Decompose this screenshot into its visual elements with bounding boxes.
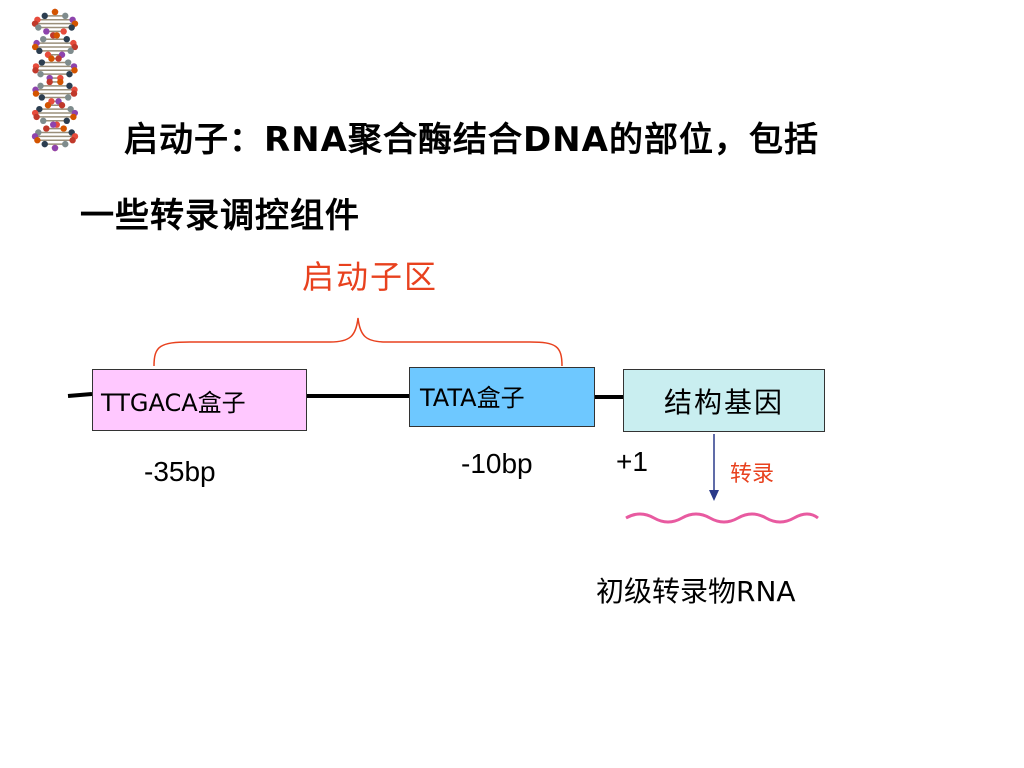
- helix-atom: [63, 36, 70, 43]
- helix-atom: [71, 43, 79, 51]
- helix-atom: [66, 82, 73, 90]
- helix-atom: [41, 140, 48, 148]
- helix-atom: [62, 140, 69, 148]
- helix-atom: [70, 90, 78, 97]
- helix-atom: [55, 55, 62, 62]
- helix-atom: [50, 121, 57, 128]
- helix-atom: [64, 59, 72, 66]
- tata-box: TATA盒子: [409, 367, 595, 427]
- position-minus-35: -35bp: [144, 456, 216, 487]
- helix-atom: [40, 117, 47, 125]
- structural-gene-box: 结构基因: [623, 369, 825, 432]
- helix-atom: [67, 105, 74, 113]
- helix-atom: [31, 43, 39, 51]
- helix-atom: [70, 113, 77, 121]
- helix-atom: [60, 28, 67, 35]
- helix-atom: [69, 137, 76, 144]
- rna-transcript-wave: [625, 512, 819, 524]
- helix-atom: [44, 102, 52, 109]
- helix-atom: [62, 12, 69, 20]
- helix-atom: [41, 12, 48, 20]
- helix-atom: [36, 105, 43, 113]
- helix-atom: [71, 67, 78, 74]
- helix-atom: [51, 144, 59, 152]
- helix-atom: [43, 125, 50, 132]
- helix-atom: [58, 102, 66, 109]
- helix-atom: [34, 137, 41, 144]
- helix-atom: [67, 47, 74, 55]
- helix-atom: [48, 55, 55, 62]
- structural-gene-label: 结构基因: [663, 385, 784, 419]
- dna-helix-icon: [31, 8, 79, 152]
- dna-line-left: [67, 392, 93, 398]
- transcription-arrow-head: [709, 490, 719, 501]
- slide-title-line-1: 启动子：RNA聚合酶结合DNA的部位，包括: [124, 120, 819, 160]
- helix-atom: [37, 82, 44, 90]
- primary-transcript-label: 初级转录物RNA: [596, 575, 796, 608]
- position-minus-10: -10bp: [461, 448, 533, 479]
- ttgaca-box-label: TTGACA盒子: [101, 388, 246, 417]
- helix-atom: [66, 70, 73, 78]
- tata-box-label: TATA盒子: [420, 384, 525, 412]
- helix-atom: [40, 36, 47, 43]
- helix-atom: [51, 8, 59, 16]
- slide-title-line-2: 一些转录调控组件: [80, 196, 360, 236]
- helix-atom: [38, 59, 46, 66]
- helix-atom: [68, 24, 75, 31]
- helix-atom: [57, 78, 64, 86]
- helix-atom: [35, 24, 42, 31]
- ttgaca-box: TTGACA盒子: [92, 369, 307, 431]
- helix-atom: [46, 78, 53, 86]
- helix-atom: [53, 32, 60, 39]
- helix-atom: [32, 67, 39, 74]
- helix-atom: [33, 113, 40, 121]
- transcription-label: 转录: [730, 462, 775, 487]
- helix-atom: [37, 70, 44, 78]
- helix-atom: [36, 47, 43, 55]
- position-plus-1: +1: [616, 446, 648, 477]
- helix-atom: [60, 125, 67, 132]
- helix-atom: [38, 94, 46, 101]
- promoter-region-label: 启动子区: [302, 258, 439, 296]
- helix-atom: [43, 28, 50, 35]
- helix-atom: [63, 117, 70, 125]
- helix-atom: [64, 94, 72, 101]
- helix-atom: [32, 90, 40, 97]
- promoter-brace: [153, 317, 563, 367]
